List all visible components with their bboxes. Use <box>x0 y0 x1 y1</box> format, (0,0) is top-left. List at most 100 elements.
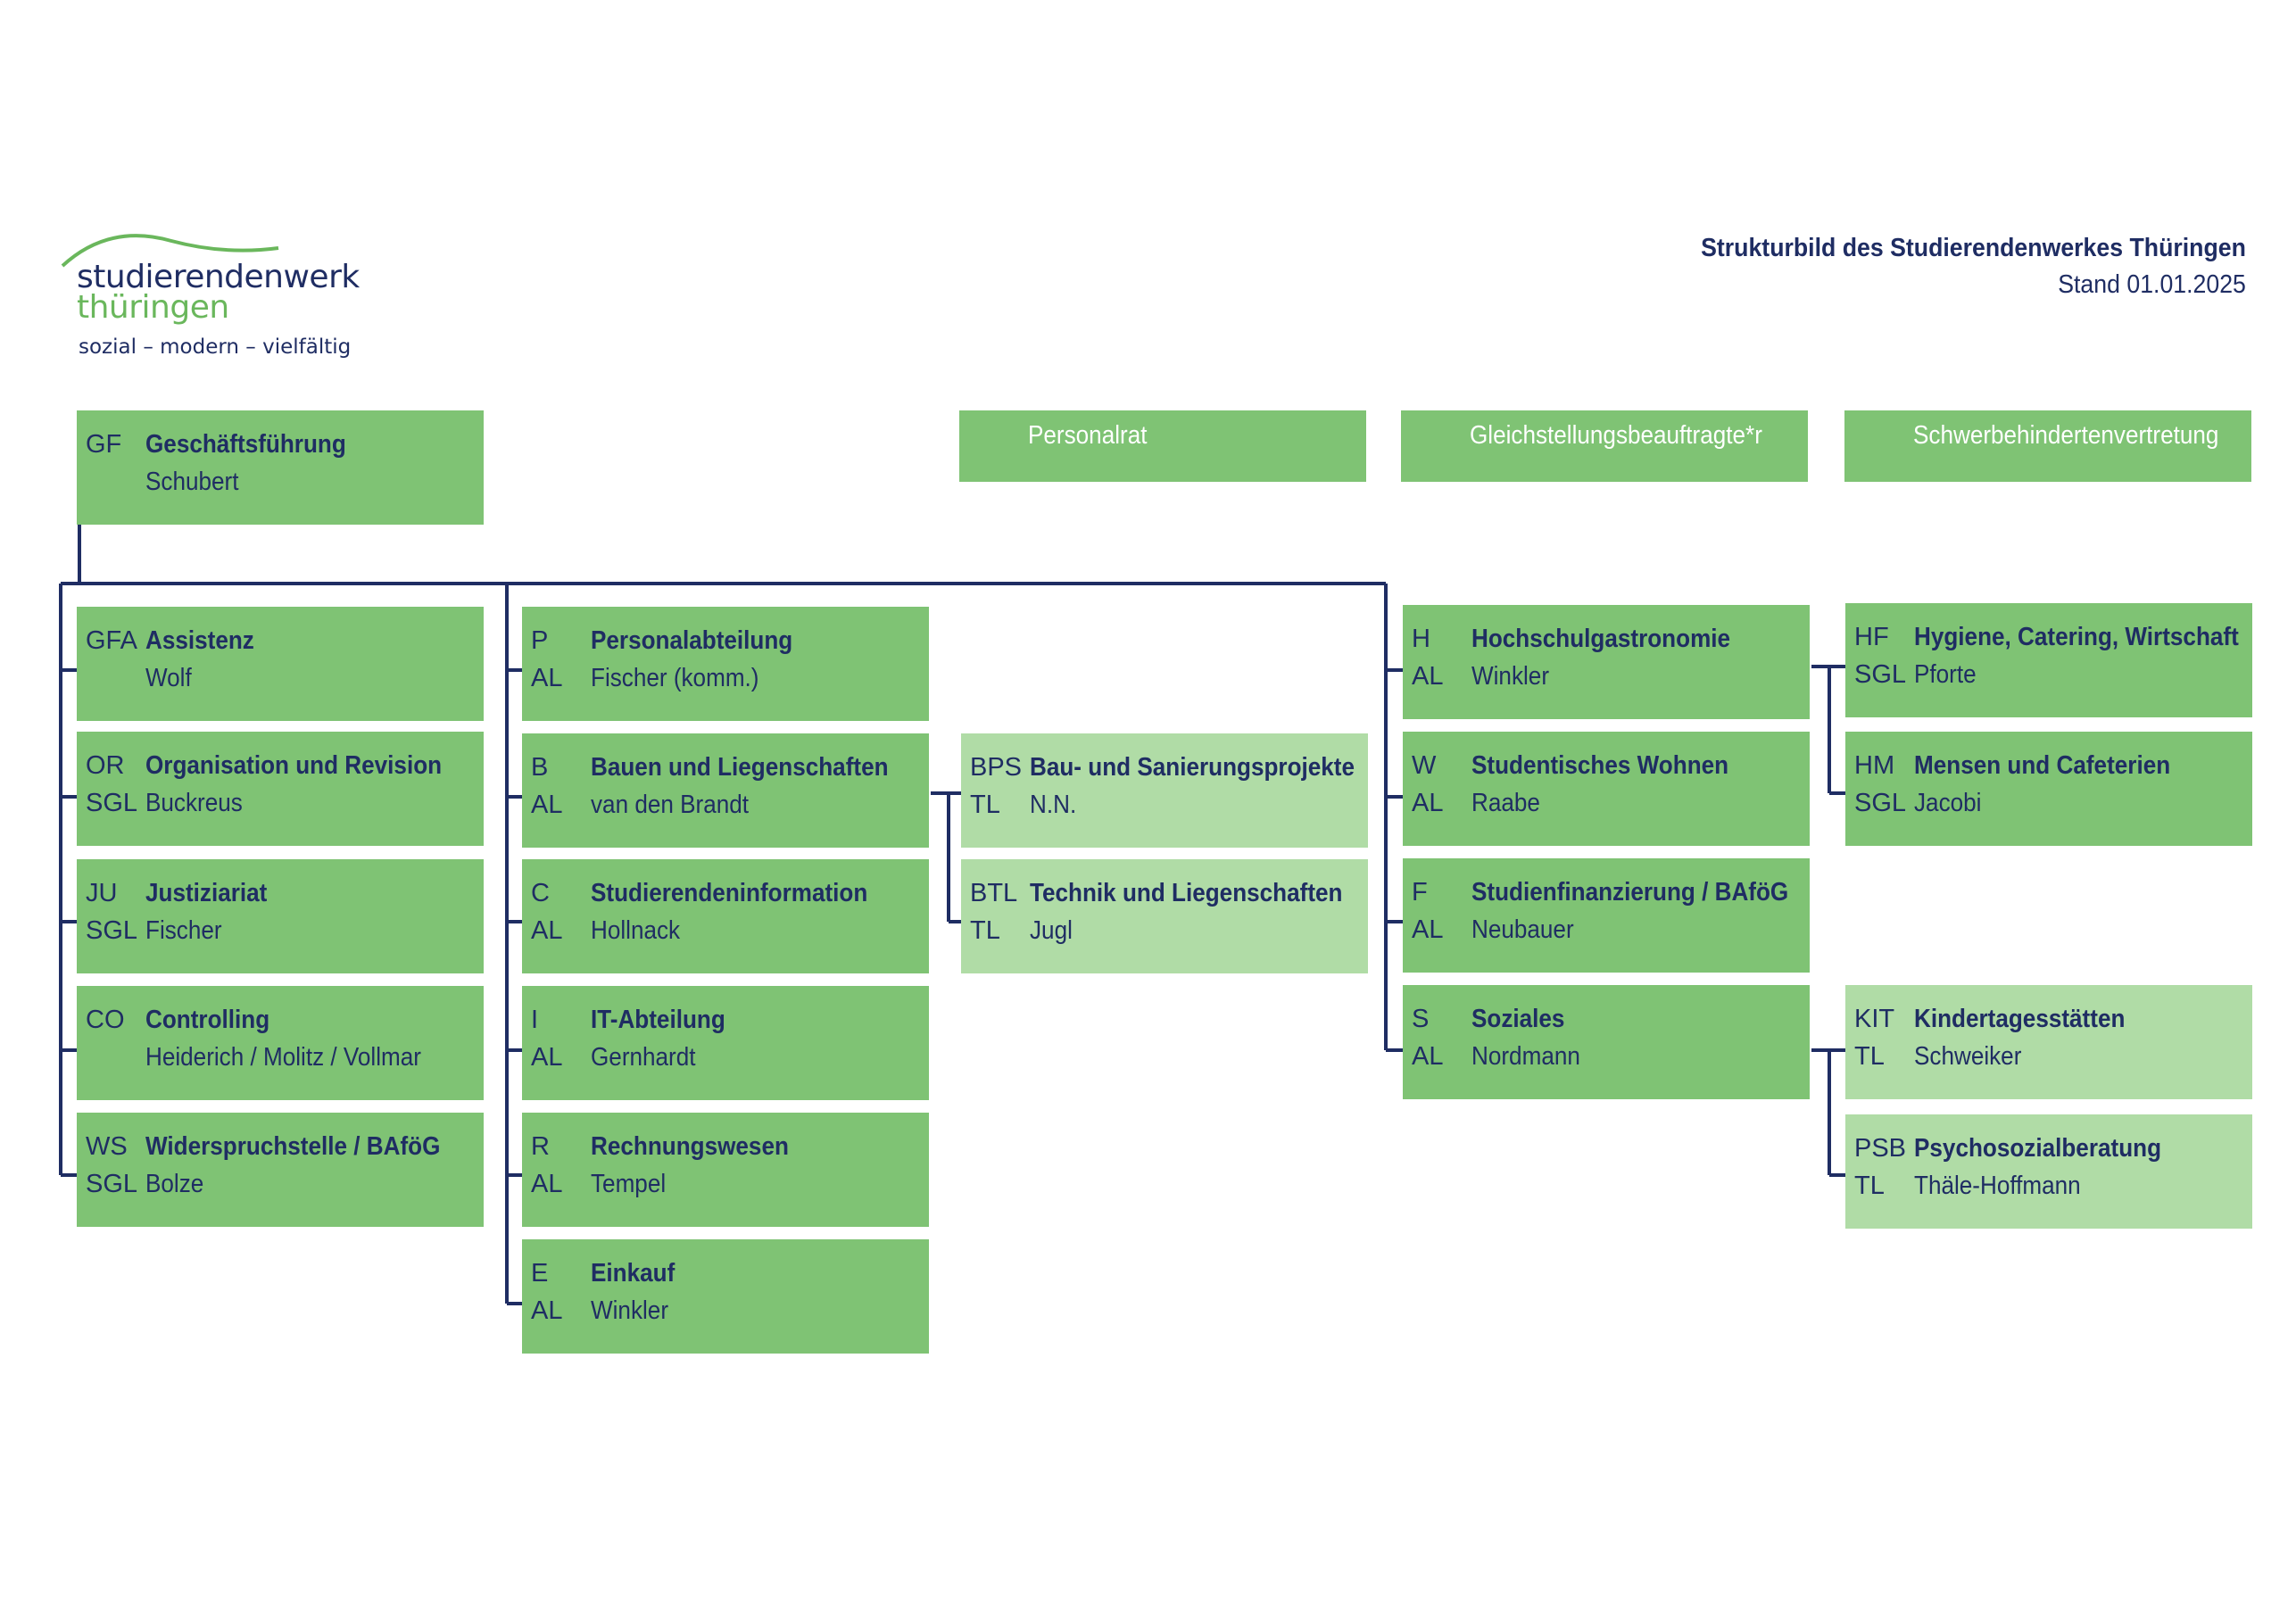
unit-role: TL <box>970 791 1000 819</box>
unit-title: Studierendeninformation <box>591 879 868 907</box>
unit-person: Jugl <box>1030 916 1073 945</box>
unit-box-gf: GF Geschäftsführung Schubert <box>77 410 484 525</box>
rep-personalrat-label: Personalrat <box>1028 421 1148 450</box>
unit-role: AL <box>531 664 563 692</box>
unit-title: Controlling <box>145 1006 270 1034</box>
unit-person: Tempel <box>591 1170 667 1198</box>
unit-code: W <box>1412 751 1437 780</box>
unit-person: Gernhardt <box>591 1043 696 1072</box>
unit-title: Psychosozialberatung <box>1914 1134 2162 1163</box>
unit-role: AL <box>1412 662 1444 691</box>
unit-role: SGL <box>86 789 138 817</box>
unit-code: HM <box>1854 751 1895 780</box>
unit-title: Justiziariat <box>145 879 268 907</box>
unit-person: Wolf <box>145 664 192 692</box>
unit-code: C <box>531 879 550 907</box>
rep-schwerbehinderten-label: Schwerbehindertenvertretung <box>1913 421 2219 450</box>
rep-gleichstellung: Gleichstellungsbeauftragte*r <box>1401 410 1808 482</box>
unit-title: Bau- und Sanierungsprojekte <box>1030 753 1355 782</box>
unit-title: Widerspruchstelle / BAföG <box>145 1132 441 1161</box>
unit-box-s: S Soziales AL Nordmann <box>1403 985 1810 1099</box>
unit-person: Nordmann <box>1471 1042 1580 1071</box>
unit-code: H <box>1412 625 1430 653</box>
unit-code: WS <box>86 1132 128 1161</box>
unit-box-h: H Hochschulgastronomie AL Winkler <box>1403 605 1810 719</box>
unit-person: N.N. <box>1030 791 1077 819</box>
unit-title: Kindertagesstätten <box>1914 1005 2126 1033</box>
unit-code: HF <box>1854 623 1889 651</box>
logo-tagline: sozial – modern – vielfältig <box>79 335 352 359</box>
unit-person: Jacobi <box>1914 789 1982 817</box>
unit-code: I <box>531 1006 539 1034</box>
unit-person: Heiderich / Molitz / Vollmar <box>145 1043 421 1072</box>
unit-role: TL <box>1854 1042 1885 1071</box>
logo-swoosh-icon <box>61 234 279 268</box>
unit-box-hm: HM Mensen und Cafeterien SGL Jacobi <box>1845 732 2252 846</box>
unit-box-psb: PSB Psychosozialberatung TL Thäle-Hoffma… <box>1845 1114 2252 1229</box>
unit-box-p: P Personalabteilung AL Fischer (komm.) <box>522 607 929 721</box>
unit-title: Personalabteilung <box>591 626 793 655</box>
unit-box-co: CO Controlling Heiderich / Molitz / Voll… <box>77 986 484 1100</box>
unit-title: Studentisches Wohnen <box>1471 751 1729 780</box>
unit-box-r: R Rechnungswesen AL Tempel <box>522 1113 929 1227</box>
unit-role: AL <box>531 1043 563 1072</box>
unit-role: AL <box>531 1170 563 1198</box>
unit-person: Fischer <box>145 916 222 945</box>
unit-box-hf: HF Hygiene, Catering, Wirtschaft SGL Pfo… <box>1845 603 2252 717</box>
unit-person: Buckreus <box>145 789 243 817</box>
unit-title: Bauen und Liegenschaften <box>591 753 889 782</box>
unit-person: Schweiker <box>1914 1042 2022 1071</box>
unit-code: E <box>531 1259 549 1288</box>
unit-title: Soziales <box>1471 1005 1565 1033</box>
unit-person: Raabe <box>1471 789 1540 817</box>
unit-box-f: F Studienfinanzierung / BAföG AL Neubaue… <box>1403 858 1810 973</box>
unit-title: Organisation und Revision <box>145 751 443 780</box>
unit-role: TL <box>1854 1172 1885 1200</box>
unit-code: B <box>531 753 549 782</box>
logo: studierendenwerk thüringen sozial – mode… <box>55 223 360 366</box>
unit-code: CO <box>86 1006 125 1034</box>
unit-role: AL <box>1412 915 1444 944</box>
unit-title: Einkauf <box>591 1259 676 1288</box>
unit-role: TL <box>970 916 1000 945</box>
unit-role: AL <box>1412 1042 1444 1071</box>
unit-code: BTL <box>970 879 1018 907</box>
unit-person: Fischer (komm.) <box>591 664 759 692</box>
unit-title: Geschäftsführung <box>145 430 346 459</box>
unit-code: JU <box>86 879 118 907</box>
unit-code: R <box>531 1132 550 1161</box>
unit-box-bps: BPS Bau- und Sanierungsprojekte TL N.N. <box>961 733 1368 848</box>
unit-box-ju: JU Justiziariat SGL Fischer <box>77 859 484 973</box>
rep-personalrat: Personalrat <box>959 410 1366 482</box>
unit-title: Studienfinanzierung / BAföG <box>1471 878 1789 907</box>
unit-code: GF <box>86 430 122 459</box>
unit-title: Technik und Liegenschaften <box>1030 879 1343 907</box>
unit-code: GFA <box>86 626 138 655</box>
unit-box-kit: KIT Kindertagesstätten TL Schweiker <box>1845 985 2252 1099</box>
rep-schwerbehinderten: Schwerbehindertenvertretung <box>1844 410 2251 482</box>
unit-code: PSB <box>1854 1134 1907 1163</box>
unit-box-gfa: GFA Assistenz Wolf <box>77 607 484 721</box>
rep-gleichstellung-label: Gleichstellungsbeauftragte*r <box>1470 421 1762 450</box>
page-title: Strukturbild des Studierendenwerkes Thür… <box>1701 234 2246 262</box>
unit-box-ws: WS Widerspruchstelle / BAföG SGL Bolze <box>77 1113 484 1227</box>
unit-title: Hochschulgastronomie <box>1471 625 1731 653</box>
unit-title: Mensen und Cafeterien <box>1914 751 2171 780</box>
unit-code: S <box>1412 1005 1430 1033</box>
unit-role: AL <box>531 791 563 819</box>
logo-line-2: thüringen <box>77 289 229 326</box>
unit-person: Schubert <box>145 468 239 496</box>
unit-code: OR <box>86 751 125 780</box>
unit-code: F <box>1412 878 1428 907</box>
unit-role: SGL <box>1854 789 1907 817</box>
unit-box-i: I IT-Abteilung AL Gernhardt <box>522 986 929 1100</box>
unit-person: Hollnack <box>591 916 681 945</box>
unit-code: BPS <box>970 753 1023 782</box>
logo-line-1: studierendenwerk <box>77 259 360 295</box>
unit-code: P <box>531 626 549 655</box>
unit-role: SGL <box>1854 660 1907 689</box>
unit-role: SGL <box>86 916 138 945</box>
unit-code: KIT <box>1854 1005 1895 1033</box>
unit-box-or: OR Organisation und Revision SGL Buckreu… <box>77 732 484 846</box>
